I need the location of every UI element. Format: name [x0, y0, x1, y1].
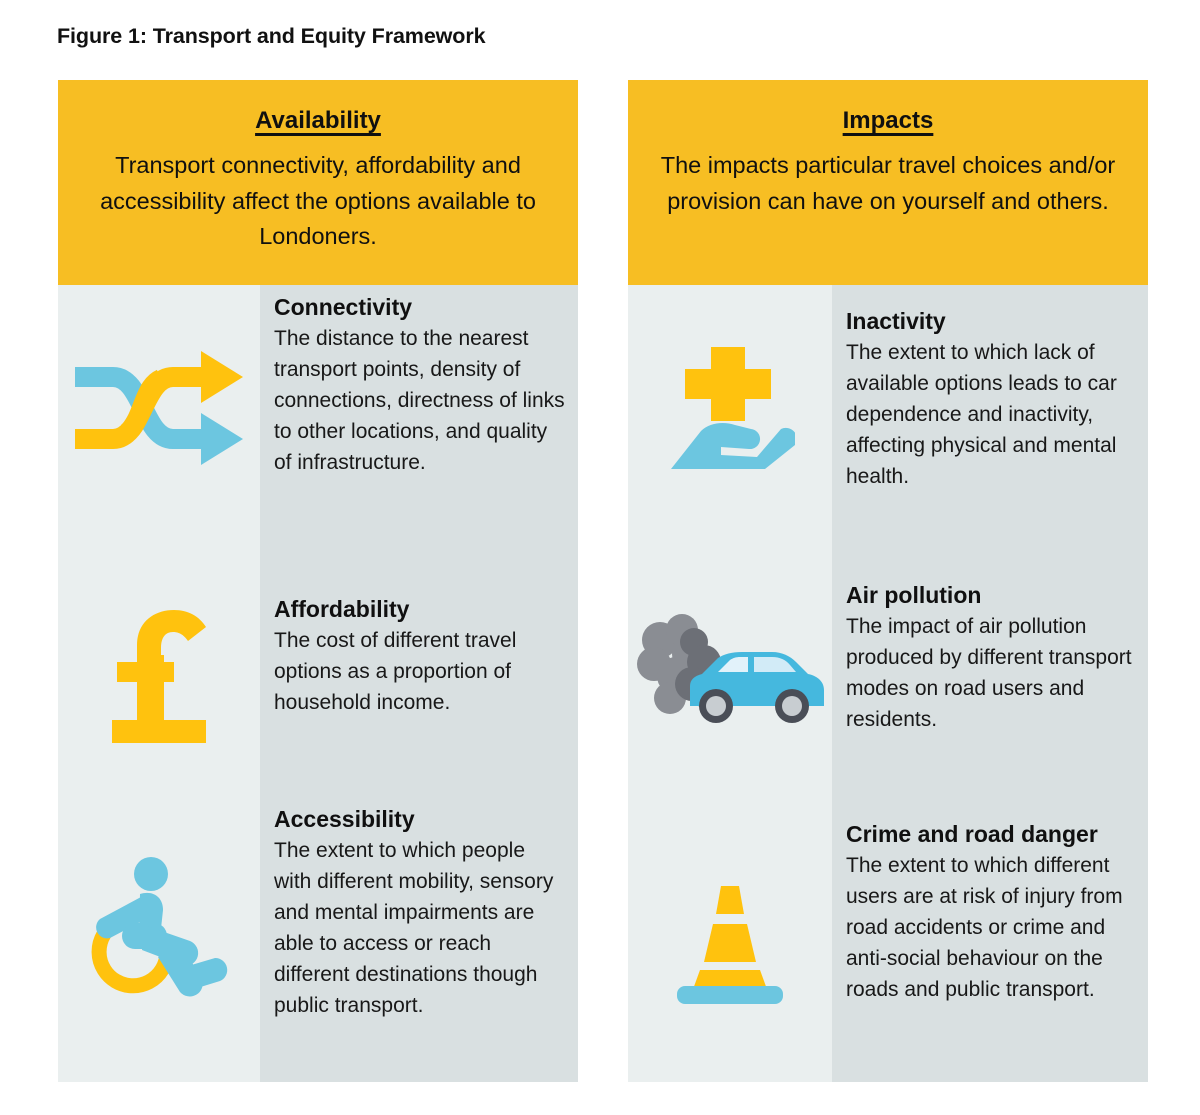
row-connectivity-description: The distance to the nearest transport po… [274, 327, 565, 475]
row-crime: Crime and road danger The extent to whic… [628, 820, 1148, 1058]
row-affordability-description: The cost of different travel options as … [274, 629, 517, 715]
panel-impacts-title: Impacts [842, 107, 934, 134]
row-crime-description: The extent to which different users are … [846, 854, 1123, 1002]
panel-impacts-description: The impacts particular travel choices an… [660, 151, 1116, 214]
panel-availability-description: Transport connectivity, affordability an… [100, 151, 536, 250]
panel-impacts-header: Impacts The impacts particular travel ch… [628, 80, 1148, 285]
panel-availability-title: Availability [255, 107, 381, 134]
row-air-pollution-text: Air pollution The impact of air pollutio… [832, 581, 1148, 735]
row-accessibility-text: Accessibility The extent to which people… [260, 805, 578, 1022]
row-accessibility-description: The extent to which people with differen… [274, 839, 554, 1018]
row-affordability-heading: Affordability [274, 596, 410, 622]
traffic-cone-icon [628, 820, 832, 1058]
row-air-pollution-description: The impact of air pollution produced by … [846, 615, 1132, 732]
row-inactivity-heading: Inactivity [846, 308, 946, 334]
panel-impacts-text-column [832, 285, 1148, 1082]
panel-availability-text-column [260, 285, 578, 1082]
panel-availability-header: Availability Transport connectivity, aff… [58, 80, 578, 285]
panel-impacts: Impacts The impacts particular travel ch… [628, 80, 1148, 1082]
figure-title: Figure 1: Transport and Equity Framework [57, 24, 486, 48]
panel-availability-body: Connectivity The distance to the nearest… [58, 285, 578, 1082]
row-inactivity-text: Inactivity The extent to which lack of a… [832, 307, 1148, 492]
hand-holding-health-cross-icon [628, 307, 832, 507]
wheelchair-user-icon [58, 805, 260, 1050]
row-connectivity-text: Connectivity The distance to the nearest… [260, 293, 578, 478]
row-inactivity: Inactivity The extent to which lack of a… [628, 307, 1148, 507]
car-exhaust-smoke-icon [628, 581, 832, 756]
row-air-pollution-heading: Air pollution [846, 582, 982, 608]
row-accessibility-heading: Accessibility [274, 806, 415, 832]
row-inactivity-description: The extent to which lack of available op… [846, 341, 1117, 489]
row-affordability-text: Affordability The cost of different trav… [260, 595, 578, 718]
row-connectivity-heading: Connectivity [274, 294, 413, 320]
row-connectivity: Connectivity The distance to the nearest… [58, 293, 578, 523]
row-crime-text: Crime and road danger The extent to whic… [832, 820, 1148, 1005]
crossing-arrows-icon [58, 293, 260, 523]
panel-impacts-body: Inactivity The extent to which lack of a… [628, 285, 1148, 1082]
row-crime-heading: Crime and road danger [846, 821, 1098, 847]
row-accessibility: Accessibility The extent to which people… [58, 805, 578, 1050]
row-air-pollution: Air pollution The impact of air pollutio… [628, 581, 1148, 756]
panel-availability: Availability Transport connectivity, aff… [58, 80, 578, 1082]
row-affordability: Affordability The cost of different trav… [58, 595, 578, 765]
pound-sign-icon [58, 595, 260, 765]
